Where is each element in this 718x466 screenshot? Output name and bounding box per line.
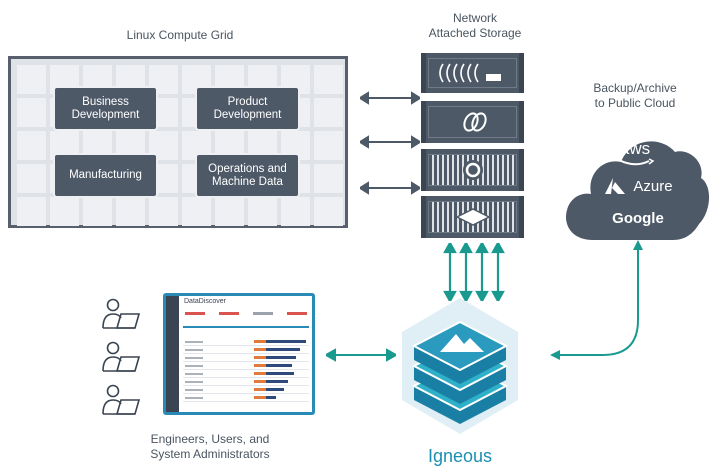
dashboard-bar-orange <box>254 364 266 367</box>
cloud-igneous-arrow <box>550 240 643 360</box>
dept-business-development: Business Development <box>53 86 158 131</box>
cloud-title: Backup/Archive to Public Cloud <box>593 81 677 110</box>
grid-cell <box>314 98 343 127</box>
dashboard-bar-orange <box>254 372 266 375</box>
dashboard-row <box>183 369 309 370</box>
grid-cell <box>17 197 46 226</box>
nas-unit-4 <box>421 196 524 238</box>
dashboard-bar-orange <box>254 388 266 391</box>
dashboard-row-label <box>185 365 203 367</box>
signal-icon <box>439 63 501 83</box>
compute-grid-title: Linux Compute Grid <box>126 28 234 42</box>
grid-cell <box>149 197 178 226</box>
igneous-appliance-icon <box>402 298 518 434</box>
user-at-laptop-icon-2 <box>102 341 141 372</box>
grid-nas-arrows <box>360 91 420 195</box>
dashboard-row-label <box>185 389 203 391</box>
dashboard-metrics-row <box>183 308 309 328</box>
dashboard-bar-orange <box>254 396 266 399</box>
grid-cell <box>116 197 145 226</box>
rings-logo-icon <box>463 112 487 132</box>
dept-product-development: Product Development <box>195 86 300 131</box>
aws-logo: aws <box>619 139 651 158</box>
azure-logo-icon <box>605 178 625 194</box>
dashboard-row-label <box>185 349 203 351</box>
dashboard-bar-orange <box>254 340 266 343</box>
user-at-laptop-icon-3 <box>102 384 141 415</box>
nas-title: Network Attached Storage <box>428 11 522 40</box>
users-igneous-arrow <box>326 348 396 362</box>
nas-igneous-arrows <box>443 243 505 301</box>
grid-cell <box>83 197 112 226</box>
grid-cell <box>17 131 46 160</box>
dept-manufacturing: Manufacturing <box>53 153 158 198</box>
diamond-icon <box>455 208 491 226</box>
grid-cell <box>17 164 46 193</box>
dashboard-row <box>183 361 309 362</box>
dashboard-title: DataDiscover <box>184 298 227 305</box>
dept-operations-machine-data: Operations and Machine Data <box>195 153 300 198</box>
disk-icon <box>463 160 483 180</box>
dashboard-bar-navy <box>266 356 296 359</box>
dashboard-bar-navy <box>266 372 294 375</box>
dashboard-bar-navy <box>266 348 300 351</box>
grid-cell <box>314 197 343 226</box>
dashboard-row <box>183 393 309 394</box>
dashboard-bar-navy <box>266 396 276 399</box>
dashboard-row <box>183 353 309 354</box>
dashboard-row <box>183 401 309 402</box>
nas-unit-1 <box>421 53 524 93</box>
dashboard-bar-orange <box>254 348 266 351</box>
grid-cell <box>314 65 343 94</box>
dashboard-bar-navy <box>266 380 288 383</box>
aws-smile-icon <box>618 158 655 166</box>
google-logo: Google <box>612 210 664 227</box>
dashboard-row-label <box>185 381 203 383</box>
dashboard-bar-navy <box>266 364 292 367</box>
dashboard-row-label <box>185 397 203 399</box>
compute-grid: Business Development Product Development… <box>8 56 348 228</box>
grid-cell <box>17 65 46 94</box>
dashboard-row <box>183 377 309 378</box>
grid-cell <box>314 131 343 160</box>
grid-cell <box>248 197 277 226</box>
grid-cell <box>50 197 79 226</box>
dashboard-sidebar <box>166 296 179 412</box>
user-at-laptop-icon-1 <box>102 298 141 329</box>
dashboard-row-label <box>185 373 203 375</box>
grid-cell <box>182 197 211 226</box>
nas-unit-3 <box>421 149 524 191</box>
grid-cell <box>17 98 46 127</box>
grid-cell <box>215 197 244 226</box>
nas-unit-2 <box>421 101 524 143</box>
grid-cell <box>314 164 343 193</box>
dashboard-row-label <box>185 357 203 359</box>
dashboard-bar-orange <box>254 380 266 383</box>
cloud-icon <box>566 141 710 240</box>
dashboard-bar-navy <box>266 340 306 343</box>
azure-logo: Azure <box>633 178 673 195</box>
dashboard-bar-navy <box>266 388 284 391</box>
grid-cell <box>281 197 310 226</box>
users-title: Engineers, Users, and System Administrat… <box>150 432 270 461</box>
dashboard-row-label <box>185 341 203 343</box>
dashboard-row <box>183 385 309 386</box>
dashboard-screen: DataDiscover <box>163 293 315 415</box>
dashboard-bar-orange <box>254 356 266 359</box>
igneous-label: Igneous <box>427 446 493 466</box>
dashboard-row <box>183 345 309 346</box>
